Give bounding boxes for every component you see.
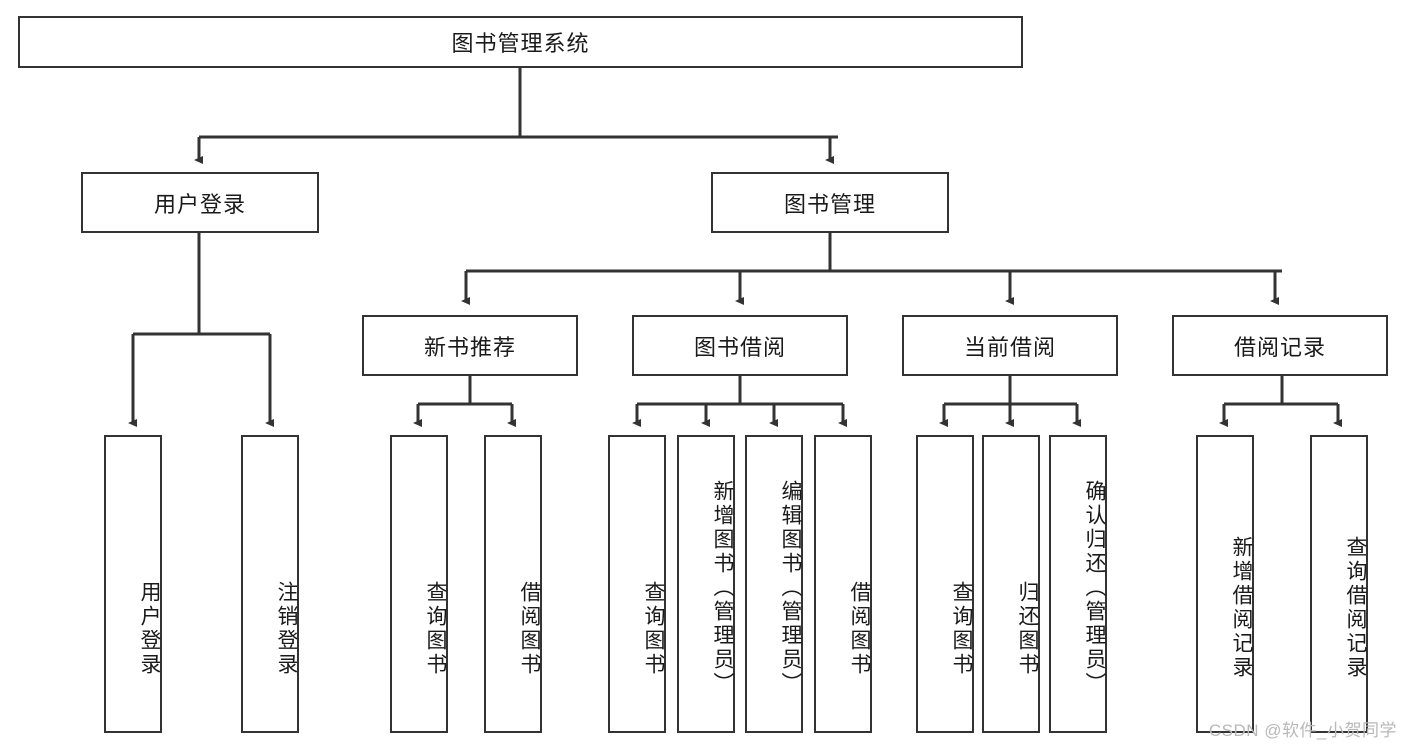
node-leaf-return-book[interactable]: 归还图书	[982, 435, 1040, 733]
node-new-book-recommend[interactable]: 新书推荐	[362, 315, 578, 376]
node-leaf-query-book-1-label: 查询图书	[424, 581, 447, 677]
node-root-label: 图书管理系统	[451, 31, 590, 56]
node-leaf-user-login[interactable]: 用户登录	[104, 435, 162, 733]
node-leaf-borrow-book-2-label: 借阅图书	[848, 581, 871, 677]
node-leaf-user-logout-label: 注销登录	[275, 581, 298, 677]
node-user-login[interactable]: 用户登录	[81, 172, 319, 233]
node-current-borrow-label: 当前借阅	[963, 334, 1056, 360]
node-book-borrow[interactable]: 图书借阅	[632, 315, 848, 376]
node-current-borrow[interactable]: 当前借阅	[902, 315, 1118, 376]
node-book-borrow-label: 图书借阅	[693, 334, 786, 360]
node-user-login-label: 用户登录	[153, 191, 246, 217]
node-leaf-user-login-label: 用户登录	[138, 581, 161, 677]
node-book-management[interactable]: 图书管理	[711, 172, 949, 233]
node-leaf-return-book-label: 归还图书	[1016, 581, 1039, 677]
watermark-text: CSDN @软件_小贺同学	[1208, 721, 1397, 740]
node-leaf-add-book[interactable]: 新增图书（管理员）	[677, 435, 735, 733]
node-leaf-borrow-book-1-label: 借阅图书	[518, 581, 541, 677]
node-leaf-confirm-return[interactable]: 确认归还（管理员）	[1049, 435, 1107, 733]
node-borrow-record-label: 借阅记录	[1233, 334, 1326, 360]
node-leaf-confirm-return-label: 确认归还（管理员）	[1083, 480, 1106, 696]
node-leaf-user-logout[interactable]: 注销登录	[241, 435, 299, 733]
node-leaf-query-book-2-label: 查询图书	[642, 581, 665, 677]
node-leaf-add-record[interactable]: 新增借阅记录	[1196, 435, 1254, 733]
node-new-book-recommend-label: 新书推荐	[423, 334, 516, 360]
node-leaf-edit-book[interactable]: 编辑图书（管理员）	[745, 435, 803, 733]
node-book-management-label: 图书管理	[783, 191, 876, 217]
node-leaf-add-record-label: 新增借阅记录	[1230, 536, 1253, 680]
node-leaf-borrow-book-2[interactable]: 借阅图书	[814, 435, 872, 733]
node-leaf-query-book-3-label: 查询图书	[950, 581, 973, 677]
node-leaf-query-record[interactable]: 查询借阅记录	[1310, 435, 1368, 733]
node-leaf-query-book-2[interactable]: 查询图书	[608, 435, 666, 733]
node-borrow-record[interactable]: 借阅记录	[1172, 315, 1388, 376]
node-leaf-query-record-label: 查询借阅记录	[1344, 536, 1367, 680]
node-leaf-add-book-label: 新增图书（管理员）	[711, 480, 734, 696]
node-leaf-query-book-1[interactable]: 查询图书	[390, 435, 448, 733]
node-leaf-query-book-3[interactable]: 查询图书	[916, 435, 974, 733]
node-leaf-edit-book-label: 编辑图书（管理员）	[779, 480, 802, 696]
node-root[interactable]: 图书管理系统	[18, 16, 1023, 68]
node-leaf-borrow-book-1[interactable]: 借阅图书	[484, 435, 542, 733]
